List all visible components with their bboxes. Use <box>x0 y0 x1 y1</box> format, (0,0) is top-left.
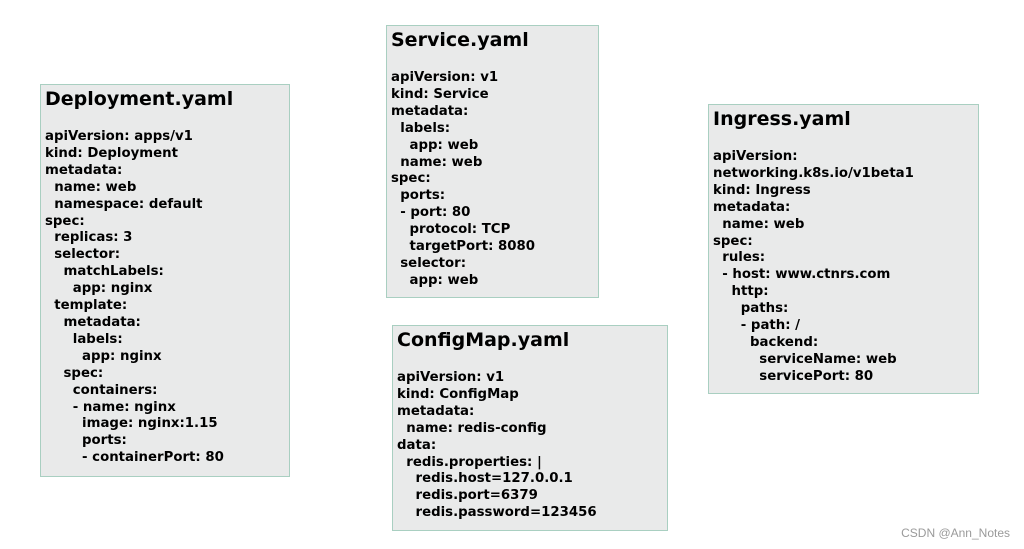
service-yaml-title: Service.yaml <box>391 29 529 51</box>
yaml-line: namespace: default <box>45 196 203 212</box>
yaml-line: spec: <box>391 171 431 187</box>
yaml-line: selector: <box>45 247 121 263</box>
configmap-yaml-title: ConfigMap.yaml <box>397 329 570 351</box>
yaml-line: app: web <box>391 272 479 288</box>
yaml-line: image: nginx:1.15 <box>45 416 218 432</box>
yaml-line: metadata: <box>391 103 469 119</box>
yaml-line: name: web <box>713 216 805 232</box>
yaml-line: spec: <box>45 365 104 381</box>
yaml-line: redis.properties: | <box>397 454 542 470</box>
yaml-line: redis.host=127.0.0.1 <box>397 471 573 487</box>
yaml-line: apiVersion: <box>713 149 798 164</box>
yaml-line: app: nginx <box>45 348 162 364</box>
deployment-yaml-title: Deployment.yaml <box>45 88 234 110</box>
yaml-line: matchLabels: <box>45 264 164 280</box>
yaml-line: - port: 80 <box>391 205 471 221</box>
yaml-line: spec: <box>45 213 85 229</box>
yaml-line: apiVersion: v1 <box>391 70 499 85</box>
yaml-line: metadata: <box>45 314 141 330</box>
yaml-line: - name: nginx <box>45 399 176 415</box>
yaml-line: http: <box>713 284 769 300</box>
yaml-line: targetPort: 8080 <box>391 239 536 255</box>
yaml-line: metadata: <box>713 199 791 215</box>
yaml-line: kind: Service <box>391 86 489 102</box>
yaml-line: name: web <box>391 154 483 170</box>
yaml-line: labels: <box>391 120 451 136</box>
yaml-line: - host: www.ctnrs.com <box>713 267 891 283</box>
yaml-line: ports: <box>45 433 127 449</box>
yaml-line: app: web <box>391 137 479 153</box>
ingress-yaml-box: Ingress.yaml apiVersion:networking.k8s.i… <box>708 104 979 394</box>
yaml-line: serviceName: web <box>713 351 897 367</box>
yaml-line: spec: <box>713 233 753 249</box>
yaml-line: ports: <box>391 188 446 204</box>
yaml-line: name: redis-config <box>397 420 547 436</box>
yaml-line: protocol: TCP <box>391 222 511 238</box>
yaml-line: networking.k8s.io/v1beta1 <box>713 165 914 181</box>
yaml-line: labels: <box>45 331 123 347</box>
yaml-line: app: nginx <box>45 281 153 297</box>
yaml-line: replicas: 3 <box>45 230 133 246</box>
yaml-line: redis.password=123456 <box>397 505 597 521</box>
yaml-line: containers: <box>45 382 158 398</box>
yaml-line: apiVersion: apps/v1 <box>45 129 193 144</box>
yaml-line: template: <box>45 298 128 314</box>
yaml-line: kind: Deployment <box>45 145 178 161</box>
yaml-line: paths: <box>713 301 789 317</box>
watermark: CSDN @Ann_Notes <box>901 526 1010 540</box>
yaml-line: selector: <box>391 255 467 271</box>
yaml-line: rules: <box>713 250 766 266</box>
yaml-line: backend: <box>713 334 819 350</box>
yaml-line: metadata: <box>397 403 475 419</box>
yaml-line: servicePort: 80 <box>713 368 874 384</box>
yaml-line: - containerPort: 80 <box>45 450 224 466</box>
yaml-line: metadata: <box>45 162 123 178</box>
ingress-yaml-title: Ingress.yaml <box>713 108 851 130</box>
yaml-line: name: web <box>45 179 137 195</box>
yaml-line: redis.port=6379 <box>397 488 538 504</box>
yaml-line: kind: Ingress <box>713 182 811 198</box>
yaml-line: kind: ConfigMap <box>397 386 519 402</box>
yaml-line: apiVersion: v1 <box>397 370 505 385</box>
yaml-line: - path: / <box>713 318 801 334</box>
yaml-line: data: <box>397 437 437 453</box>
